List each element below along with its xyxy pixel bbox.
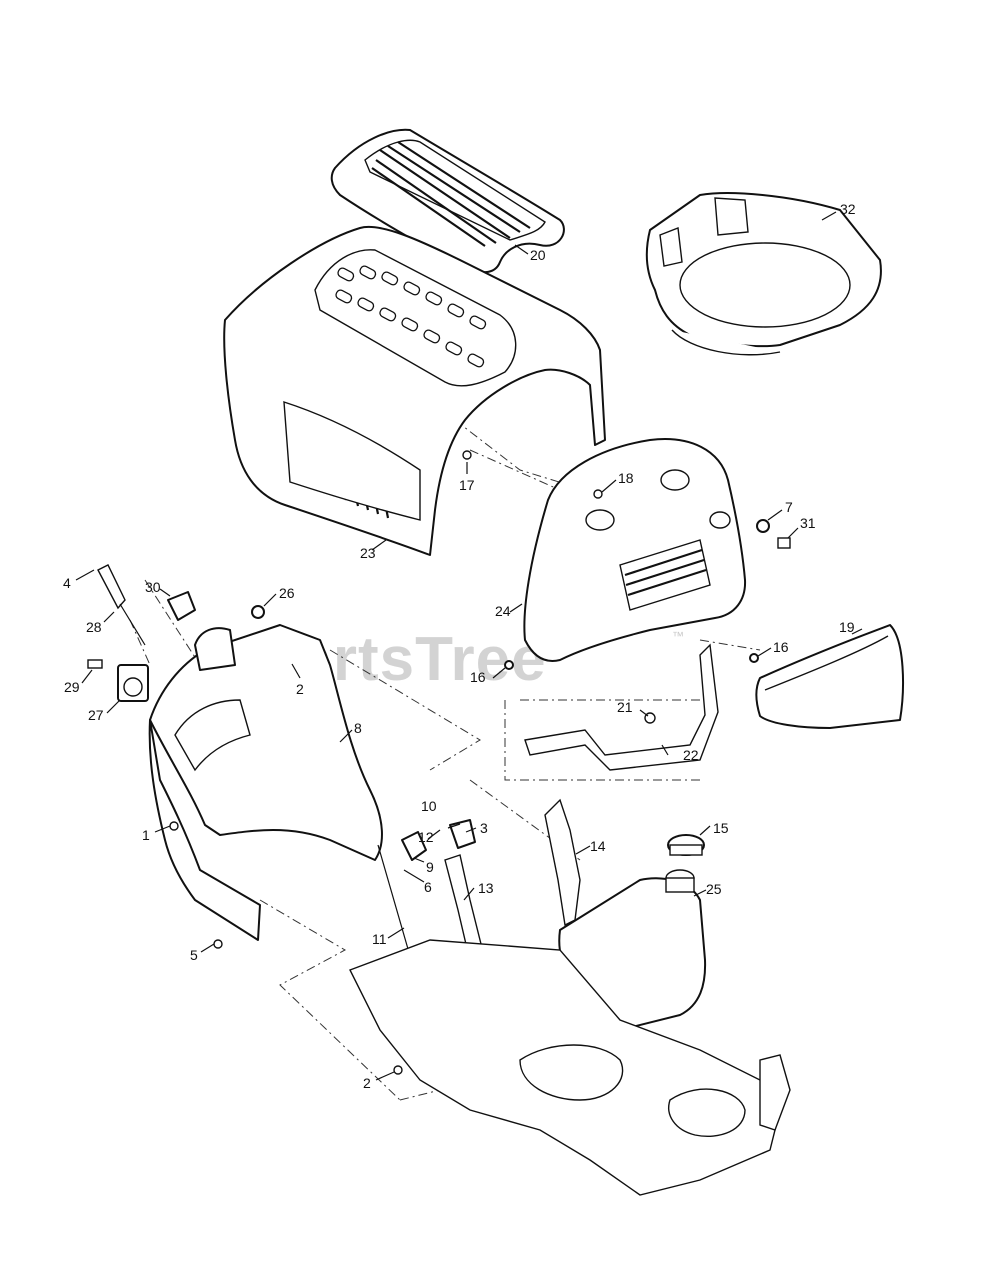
part-9-plate[interactable]	[401, 831, 427, 861]
callout-12: 12	[418, 829, 434, 845]
part-17-screw[interactable]	[462, 450, 472, 460]
bowl-part[interactable]	[645, 192, 882, 356]
part-18-screw[interactable]	[593, 489, 603, 499]
frame-part[interactable]	[349, 939, 791, 1196]
callout-9: 9	[426, 859, 434, 875]
part-10-switch[interactable]	[449, 819, 476, 849]
callout-30: 30	[145, 579, 161, 595]
callout-17: 17	[459, 477, 475, 493]
hood-part[interactable]	[223, 225, 606, 556]
callout-8: 8	[354, 720, 362, 736]
callout-27: 27	[88, 707, 104, 723]
part-31-bolt[interactable]	[777, 537, 791, 549]
callout-28: 28	[86, 619, 102, 635]
part-30-cover[interactable]	[167, 591, 196, 621]
callout-13: 13	[478, 880, 494, 896]
callout-2b: 2	[363, 1075, 371, 1091]
callout-26: 26	[279, 585, 295, 601]
leader-lines	[75, 211, 863, 1081]
part-16-nut-b[interactable]	[749, 653, 759, 663]
part-16-nut[interactable]	[504, 660, 514, 670]
part-26-nut[interactable]	[251, 605, 265, 619]
callout-10: 10	[421, 798, 437, 814]
callout-19: 19	[839, 619, 855, 635]
bracket-part[interactable]	[524, 643, 719, 771]
watermark-trademark: ™	[672, 629, 684, 643]
callout-7: 7	[785, 499, 793, 515]
part-28-cable[interactable]	[97, 564, 146, 646]
callout-20: 20	[530, 247, 546, 263]
callout-32: 32	[840, 201, 856, 217]
callout-11: 11	[372, 931, 387, 947]
part-29-key[interactable]	[87, 659, 103, 669]
callout-29: 29	[64, 679, 80, 695]
callout-16a: 16	[470, 669, 486, 685]
bumper-part[interactable]	[755, 624, 904, 729]
hood-insert-part[interactable]	[330, 128, 565, 274]
callout-23: 23	[360, 545, 376, 561]
callout-2a: 2	[296, 681, 304, 697]
part-2-bolt[interactable]	[393, 1065, 403, 1075]
upright-bracket-part[interactable]	[544, 798, 581, 927]
callout-31: 31	[800, 515, 816, 531]
part-27-ignition[interactable]	[117, 664, 149, 702]
callout-16b: 16	[773, 639, 789, 655]
small-parts	[87, 450, 791, 1075]
callout-5: 5	[190, 947, 198, 963]
callout-15: 15	[713, 820, 729, 836]
callout-6: 6	[424, 879, 432, 895]
part-7-nut[interactable]	[756, 519, 770, 533]
callout-18: 18	[618, 470, 634, 486]
grille-housing-part[interactable]	[523, 438, 747, 662]
fuel-cap-part[interactable]	[667, 834, 705, 856]
callout-24: 24	[495, 603, 511, 619]
part-5-bolt[interactable]	[213, 939, 223, 949]
callout-4: 4	[63, 575, 71, 591]
callout-3: 3	[480, 820, 488, 836]
callout-25: 25	[706, 881, 722, 897]
part-1-bolt[interactable]	[169, 821, 179, 831]
callouts: 20 32 17 18 23 7 31 24 16 16 19 21 22 4 …	[63, 201, 856, 1091]
callout-1: 1	[142, 827, 150, 843]
callout-21: 21	[617, 699, 633, 715]
callout-22: 22	[683, 747, 699, 763]
callout-14: 14	[590, 838, 606, 854]
